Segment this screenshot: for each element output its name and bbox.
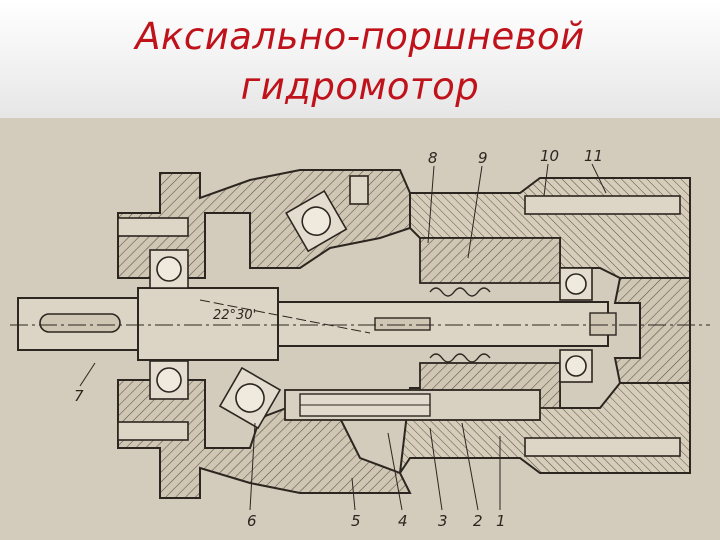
title-band: Аксиально-поршневой гидромотор	[0, 0, 720, 118]
cylinder-block	[284, 237, 561, 421]
callout-6: 6	[247, 512, 257, 530]
callout-9: 9	[478, 149, 488, 167]
callout-7: 7	[74, 387, 84, 405]
angle-label: 22°30'	[213, 308, 256, 323]
callout-1: 1	[496, 512, 506, 530]
slide-title-line-1: Аксиально-поршневой	[135, 15, 585, 58]
callout-11: 11	[584, 147, 603, 165]
callout-5: 5	[351, 512, 361, 530]
callout-10: 10	[540, 147, 559, 165]
callout-leaders	[79, 163, 607, 511]
callout-8: 8	[428, 149, 438, 167]
bolts	[117, 175, 681, 457]
springs	[429, 287, 491, 363]
callout-4: 4	[398, 512, 408, 530]
slide-title-line-2: гидромотор	[240, 65, 480, 108]
slide-title: Аксиально-поршневой гидромотор	[0, 12, 720, 112]
front-housing	[117, 169, 412, 499]
callout-3: 3	[438, 512, 448, 530]
callout-2: 2	[473, 512, 483, 530]
technical-drawing: 22°30' 8 9 10 11 7 6 5 4 3 2 1	[0, 118, 720, 540]
bearings	[149, 189, 593, 430]
output-shaft	[17, 287, 617, 361]
hydromotor-cross-section: 22°30' 8 9 10 11 7 6 5 4 3 2 1	[0, 118, 720, 540]
